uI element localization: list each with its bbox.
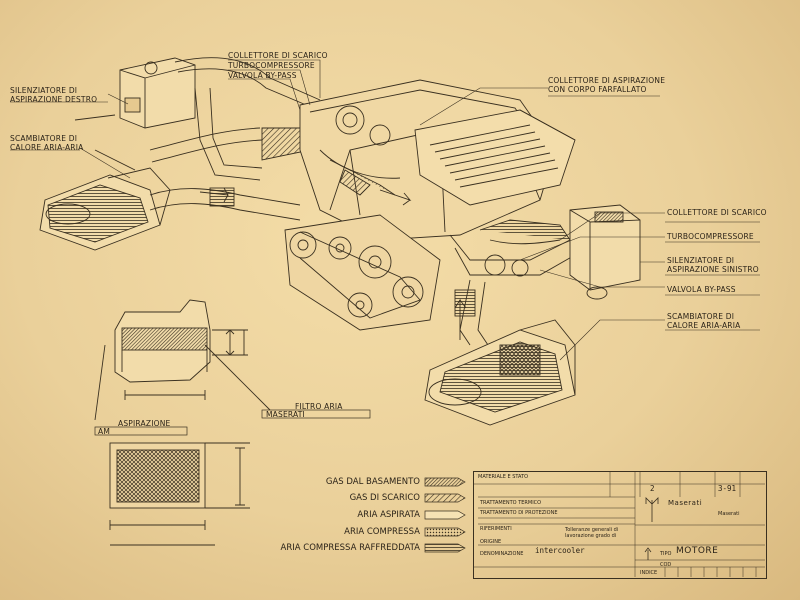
label-collettore-scarico-right: COLLETTORE DI SCARICO — [667, 208, 767, 217]
tb-cod-label: COD — [660, 562, 672, 568]
label-filtro-aria: FILTRO ARIA — [295, 402, 343, 411]
label-scambiatore-left-1: SCAMBIATORE DI — [10, 134, 78, 143]
tb-foglio-value: 2 — [650, 484, 655, 493]
title-block — [473, 471, 767, 579]
tb-company: Maserati — [668, 499, 703, 507]
tb-denominazione-value: intercooler — [535, 546, 585, 555]
label-silenziatore-destro-2: ASPIRAZIONE DESTRO — [10, 95, 98, 104]
tb-tolleranze-2: lavorazione grado di — [565, 533, 617, 539]
label-valvola-bypass-top: VALVOLA BY-PASS — [228, 71, 297, 80]
label-scambiatore-right-2: CALORE ARIA-ARIA — [667, 321, 741, 330]
label-silenziatore-sinistro-2: ASPIRAZIONE SINISTRO — [667, 265, 759, 274]
label-collettore-aspirazione-2: CON CORPO FARFALLATO — [548, 85, 647, 94]
label-scambiatore-right-1: SCAMBIATORE DI — [667, 312, 735, 321]
label-collettore-aspirazione-1: COLLETTORE DI ASPIRAZIONE — [548, 76, 666, 85]
tb-tolleranze-1: Tolleranze generali di — [565, 527, 619, 533]
tb-riferimenti: RIFERIMENTI — [480, 526, 512, 532]
tb-tipo-label: TIPO — [660, 551, 672, 557]
tb-tipo-value: MOTORE — [676, 546, 719, 556]
label-scambiatore-left-2: CALORE ARIA-ARIA — [10, 143, 84, 152]
label-turbocompressore-right: TURBOCOMPRESSORE — [667, 232, 754, 241]
legend-gas-basamento: GAS DAL BASAMENTO — [325, 477, 420, 487]
label-maserati: MASERATI — [266, 410, 305, 419]
label-am: AM — [98, 427, 111, 436]
tb-company-small: Maserati — [718, 511, 740, 517]
label-valvola-bypass-right: VALVOLA BY-PASS — [667, 285, 736, 294]
label-turbocompressore-top: TURBOCOMPRESSORE — [228, 61, 315, 70]
tb-denominazione-label: DENOMINAZIONE — [480, 551, 524, 557]
tb-materiale: MATERIALE E STATO — [478, 474, 529, 480]
legend-gas-scarico: GAS DI SCARICO — [349, 493, 420, 503]
tb-origine: ORIGINE — [480, 539, 502, 545]
legend-aria-compressa-raffreddata: ARIA COMPRESSA RAFFREDDATA — [280, 543, 420, 553]
tb-indice-label: INDICE — [640, 570, 658, 576]
tb-data-value: 3-91 — [718, 484, 737, 493]
label-silenziatore-destro-1: SILENZIATORE DI — [10, 86, 78, 95]
label-silenziatore-sinistro-1: SILENZIATORE DI — [667, 256, 735, 265]
tb-trattamento-protezione: TRATTAMENTO DI PROTEZIONE — [480, 510, 558, 516]
legend-aria-aspirata: ARIA ASPIRATA — [357, 510, 420, 520]
label-collettore-scarico-top: COLLETTORE DI SCARICO — [228, 51, 328, 60]
legend-aria-compressa: ARIA COMPRESSA — [344, 527, 420, 537]
label-aspirazione: ASPIRAZIONE — [118, 419, 171, 428]
tb-trattamento-termico: TRATTAMENTO TERMICO — [480, 500, 542, 506]
